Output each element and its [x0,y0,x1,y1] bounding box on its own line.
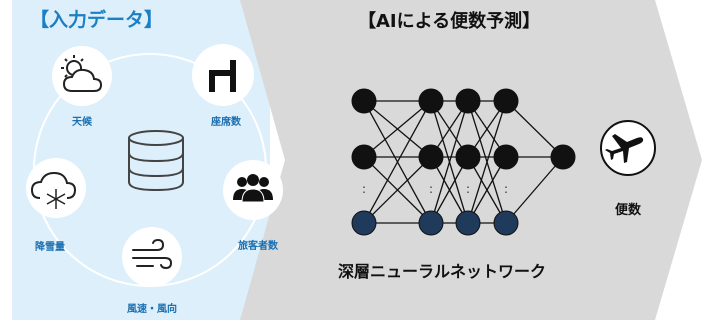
network-label: 深層ニューラルネットワーク [338,262,546,281]
network-edge [363,100,432,224]
ai-panel-title: 【AIによる便数予測】 [358,10,540,32]
network-edge [363,156,432,224]
airplane-icon [605,134,644,163]
network-edge [363,100,432,158]
network-node [418,144,444,170]
network-ellipsis: : [429,182,433,196]
input-item-snowfall: 降雪量 [26,158,86,253]
input-item-label: 降雪量 [35,240,65,253]
input-item-weather: 天候 [52,46,112,128]
snow-cloud-icon [30,171,77,209]
database-icon [128,130,184,192]
network-ellipsis: : [362,182,366,196]
network-ellipsis: : [504,182,508,196]
network-node [351,210,377,236]
input-item-passengers: 旅客者数 [223,160,283,252]
people-icon [233,174,273,203]
network-node [455,144,481,170]
network-output-node [550,144,576,170]
network-node [455,88,481,114]
wind-icon [132,238,173,270]
network-ellipsis: : [466,182,470,196]
network-node [493,88,519,114]
network-node [351,88,377,114]
chair-icon [209,60,236,92]
network-edge [430,156,469,224]
input-item-label: 風速・風向 [127,302,177,315]
network-node [351,144,377,170]
input-item-wind: 風速・風向 [122,227,182,315]
network-node [418,210,444,236]
input-item-label: 座席数 [210,115,242,128]
network-edge [505,156,564,224]
network-node [493,210,519,236]
output-label: 便数 [615,202,642,218]
network-node [418,88,444,114]
input-item-label: 天候 [72,115,93,128]
output-flights: 便数 [600,120,656,218]
network-edge [505,100,564,158]
network-nodes [351,88,576,236]
input-item-label: 旅客者数 [238,239,279,252]
weather-sun-cloud-icon [61,55,103,92]
network-node [455,210,481,236]
snowfall-icon-badge [26,158,86,218]
network-edge [430,100,469,224]
network-edge [467,100,507,224]
network-node [493,144,519,170]
input-item-seats: 座席数 [192,44,254,128]
input-panel-title: 【入力データ】 [30,8,163,31]
network-edge [467,156,507,224]
